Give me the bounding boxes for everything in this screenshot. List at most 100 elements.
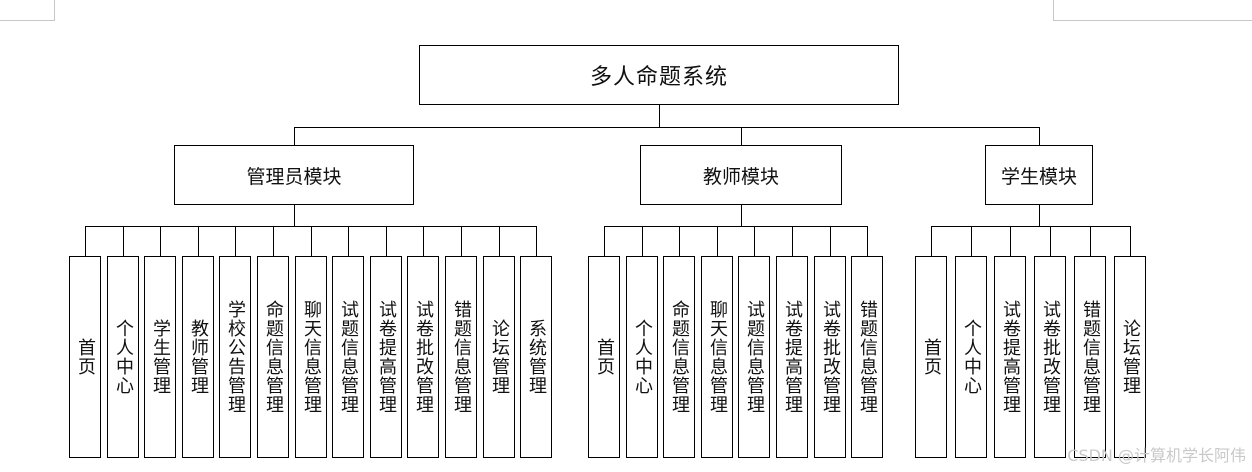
root-box: 多人命题系统 xyxy=(419,45,899,105)
leaf-label: 错题信息管理 xyxy=(1080,300,1101,414)
leaf-label: 教师管理 xyxy=(188,319,209,395)
leaf-label: 个人中心 xyxy=(961,319,982,395)
leaf-drop-line xyxy=(423,226,424,256)
leaf-drop-line xyxy=(1050,226,1051,256)
leaf-label: 试卷提高管理 xyxy=(1000,300,1021,414)
leaf-label: 命题信息管理 xyxy=(263,300,284,414)
leaf-label: 错题信息管理 xyxy=(451,300,472,414)
leaf-label: 学生管理 xyxy=(150,319,171,395)
leaf-box: 试卷批改管理 xyxy=(1034,256,1066,458)
module-drop-line-0 xyxy=(294,127,295,145)
leaf-label: 命题信息管理 xyxy=(669,300,690,414)
leaf-box: 试卷提高管理 xyxy=(994,256,1026,458)
leaf-drop-line xyxy=(931,226,932,256)
leaf-label: 聊天信息管理 xyxy=(301,300,322,414)
leaf-drop-line xyxy=(311,226,312,256)
leaf-label: 系统管理 xyxy=(526,319,547,395)
module-label: 学生模块 xyxy=(1000,165,1077,188)
leaf-label: 试卷提高管理 xyxy=(376,300,397,414)
leaf-box: 首页 xyxy=(69,256,101,458)
leaf-box: 命题信息管理 xyxy=(257,256,289,458)
leaf-drop-line xyxy=(754,226,755,256)
leaf-drop-line xyxy=(348,226,349,256)
leaf-box: 首页 xyxy=(915,256,947,458)
leaf-drop-line xyxy=(85,226,86,256)
leaf-label: 聊天信息管理 xyxy=(707,300,728,414)
leaf-box: 聊天信息管理 xyxy=(295,256,327,458)
leaf-label: 试卷批改管理 xyxy=(413,300,434,414)
leaf-label: 试题信息管理 xyxy=(338,300,359,414)
leaf-drop-line xyxy=(536,226,537,256)
leaf-label: 试卷提高管理 xyxy=(782,300,803,414)
leaf-drop-line xyxy=(273,226,274,256)
leaf-label: 错题信息管理 xyxy=(857,300,878,414)
leaf-drop-line xyxy=(867,226,868,256)
leaf-drop-line xyxy=(123,226,124,256)
leaf-drop-line xyxy=(1010,226,1011,256)
leaf-box: 个人中心 xyxy=(626,256,658,458)
leaf-label: 个人中心 xyxy=(113,319,134,395)
module-drop-line-2 xyxy=(1039,127,1040,145)
module-bus-line xyxy=(294,127,1040,128)
module-label: 管理员模块 xyxy=(246,165,342,188)
leaf-box: 错题信息管理 xyxy=(1074,256,1106,458)
leaf-box: 论坛管理 xyxy=(483,256,515,458)
leaf-box: 命题信息管理 xyxy=(663,256,695,458)
leaf-drop-line xyxy=(386,226,387,256)
leaf-drop-line xyxy=(642,226,643,256)
leaf-label: 试题信息管理 xyxy=(744,300,765,414)
module-stem-line-2 xyxy=(1039,205,1040,226)
leaf-drop-line xyxy=(499,226,500,256)
leaf-label: 试卷批改管理 xyxy=(820,300,841,414)
leaf-box: 试卷批改管理 xyxy=(407,256,439,458)
leaf-box: 学生管理 xyxy=(144,256,176,458)
leaf-drop-line xyxy=(792,226,793,256)
leaf-box: 聊天信息管理 xyxy=(701,256,733,458)
leaf-drop-line xyxy=(1090,226,1091,256)
leaf-box: 试题信息管理 xyxy=(332,256,364,458)
leaf-drop-line xyxy=(971,226,972,256)
leaf-drop-line xyxy=(461,226,462,256)
module-stem-line-1 xyxy=(741,205,742,226)
module-stem-line-0 xyxy=(294,205,295,226)
leaf-box: 试卷提高管理 xyxy=(370,256,402,458)
leaf-box: 试卷提高管理 xyxy=(776,256,808,458)
leaf-drop-line xyxy=(830,226,831,256)
module-box-1: 教师模块 xyxy=(640,145,842,205)
root-stem-line xyxy=(659,105,660,127)
leaf-label: 首页 xyxy=(921,338,942,376)
leaf-drop-line xyxy=(235,226,236,256)
leaf-box: 教师管理 xyxy=(182,256,214,458)
module-box-2: 学生模块 xyxy=(985,145,1093,205)
leaf-box: 系统管理 xyxy=(520,256,552,458)
leaf-drop-line xyxy=(679,226,680,256)
module-label: 教师模块 xyxy=(702,165,779,188)
leaf-box: 错题信息管理 xyxy=(445,256,477,458)
leaf-drop-line xyxy=(160,226,161,256)
leaf-drop-line xyxy=(604,226,605,256)
module-box-0: 管理员模块 xyxy=(174,145,414,205)
leaf-box: 试题信息管理 xyxy=(738,256,770,458)
leaf-box: 论坛管理 xyxy=(1114,256,1146,458)
leaf-box: 错题信息管理 xyxy=(851,256,883,458)
leaf-label: 个人中心 xyxy=(632,319,653,395)
corner-mark-left xyxy=(0,0,55,21)
leaf-box: 个人中心 xyxy=(107,256,139,458)
leaf-drop-line xyxy=(717,226,718,256)
leaf-box: 试卷批改管理 xyxy=(814,256,846,458)
leaf-label: 首页 xyxy=(75,338,96,376)
leaf-bus-line-2 xyxy=(931,226,1131,227)
root-label: 多人命题系统 xyxy=(589,65,728,90)
leaf-drop-line xyxy=(1130,226,1131,256)
corner-mark-right xyxy=(1053,0,1252,21)
module-drop-line-1 xyxy=(741,127,742,145)
leaf-label: 论坛管理 xyxy=(489,319,510,395)
leaf-box: 个人中心 xyxy=(955,256,987,458)
leaf-drop-line xyxy=(198,226,199,256)
leaf-bus-line-0 xyxy=(85,226,537,227)
leaf-label: 试卷批改管理 xyxy=(1040,300,1061,414)
watermark: CSDN @计算机学长阿伟 xyxy=(1067,446,1246,465)
leaf-label: 首页 xyxy=(594,338,615,376)
leaf-box: 学校公告管理 xyxy=(219,256,251,458)
leaf-box: 首页 xyxy=(588,256,620,458)
